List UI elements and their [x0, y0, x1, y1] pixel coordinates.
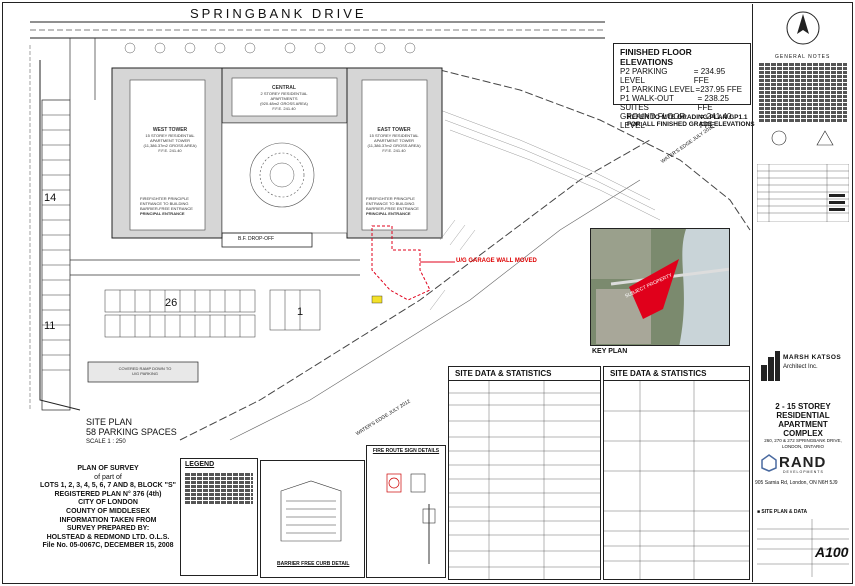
- project-title: 2 - 15 STOREY RESIDENTIAL APARTMENT COMP…: [764, 402, 842, 449]
- client-name: RAND: [779, 454, 827, 471]
- site-data-grid-2: [604, 381, 749, 579]
- property-line-north: [439, 69, 751, 231]
- curb-detail-drawing: [280, 480, 342, 542]
- east-tower-label: EAST TOWER 15 STOREY RESIDENTIAL APARTME…: [367, 127, 421, 154]
- west-entrance-label: FIREFIGHTER PRINCIPLE ENTRANCE TO BUILDI…: [140, 196, 193, 216]
- ramp-label: COVERED RAMP DOWN TO U/G PARKING: [118, 366, 172, 376]
- client-address: 905 Sarnia Rd, London, ON N6H 5J9: [755, 480, 838, 486]
- site-plan-title: SITE PLAN: [86, 417, 133, 427]
- east-entrance-label: FIREFIGHTER PRINCIPLE ENTRANCE TO BUILDI…: [366, 196, 419, 216]
- west-tower-label: WEST TOWER 15 STOREY RESIDENTIAL APARTME…: [143, 127, 197, 154]
- symbol-legend: [771, 130, 834, 146]
- architect-sub: Architect Inc.: [783, 364, 818, 370]
- legend-box: LEGEND: [180, 458, 258, 576]
- revisions-table: [757, 164, 849, 222]
- finished-floor-box: FINISHED FLOOR ELEVATIONS P2 PARKING LEV…: [613, 43, 751, 130]
- sheet-number: A100: [815, 544, 849, 560]
- fire-route-details: FIRE ROUTE SIGN DETAILS: [366, 445, 446, 578]
- sheet-info-grid: [757, 519, 849, 577]
- fire-route-title: FIRE ROUTE SIGN DETAILS: [372, 448, 440, 454]
- ffe-row: P1 PARKING LEVEL=237.95 FFE: [620, 85, 742, 94]
- finished-floor-title: FINISHED FLOOR ELEVATIONS: [620, 47, 692, 67]
- architect-logo-icon: [761, 351, 780, 381]
- key-plan-map: SUBJECT PROPERTY: [590, 228, 730, 346]
- general-notes-text: [759, 62, 847, 123]
- garage-wall-note: U/G GARAGE WALL MOVED: [456, 258, 537, 264]
- survey-info: PLAN OF SURVEY of part of LOTS 1, 2, 3, …: [40, 465, 176, 550]
- parking-count-west: 14: [44, 192, 57, 204]
- fire-route-sign-drawing: [386, 473, 436, 564]
- site-plan-title-block: SITE PLAN 58 PARKING SPACES SCALE 1 : 25…: [86, 417, 177, 447]
- drawing-title: ■ SITE PLAN & DATA: [757, 509, 808, 515]
- garage-wall-outline: [371, 225, 431, 301]
- waters-edge-line: [179, 139, 651, 441]
- covered-ramp: [87, 361, 199, 383]
- site-data-table-1: SITE DATA & STATISTICS: [448, 366, 601, 580]
- central-building-label: CENTRAL 2 STOREY RESIDENTIAL APARTMENTS …: [260, 85, 308, 112]
- dropoff-band: [221, 232, 313, 248]
- legend-title: LEGEND: [185, 461, 215, 468]
- key-plan-aerial: [591, 229, 729, 345]
- north-arrow-icon: [786, 11, 820, 45]
- parking-count-southwest: 11: [44, 320, 56, 332]
- courtyard: [221, 122, 348, 234]
- dropoff-label: B.F. DROP-OFF: [238, 236, 275, 242]
- key-plan-title: KEY PLAN: [592, 348, 628, 355]
- street-name: SPRINGBANK DRIVE: [190, 6, 367, 21]
- grading-note: REFER TO MTE GRADING PLAN GP1.1 FOR ALL …: [627, 114, 755, 128]
- site-data-title-1: SITE DATA & STATISTICS: [449, 367, 600, 381]
- parking-count-middle: 26: [165, 297, 178, 309]
- parking-count-east: 1: [297, 306, 304, 318]
- title-block: GENERAL NOTES MARSH KA: [752, 4, 852, 582]
- site-data-title-2: SITE DATA & STATISTICS: [604, 367, 749, 381]
- parking-spaces-label: 58 PARKING SPACES: [86, 427, 177, 437]
- site-data-grid-1: [449, 381, 600, 579]
- site-data-table-2: SITE DATA & STATISTICS: [603, 366, 750, 580]
- client-sub: DEVELOPMENTS: [783, 470, 824, 474]
- ffe-row: P1 WALK-OUT SUITES= 238.25 FFE: [620, 94, 729, 112]
- rand-logo-icon: [761, 454, 777, 472]
- general-notes-title: GENERAL NOTES: [775, 54, 831, 60]
- scale-label: SCALE 1 : 250: [86, 439, 126, 445]
- architect-name: MARSH KATSOS: [783, 354, 842, 361]
- barrier-curb-title: BARRIER FREE CURB DETAIL: [277, 561, 350, 567]
- ffe-row: GROUND FLOOR LEVEL= 241.40 FFE: [620, 112, 732, 130]
- ffe-row: P2 PARKING LEVEL= 234.95 FFE: [620, 67, 726, 85]
- barrier-curb-detail: BARRIER FREE CURB DETAIL: [260, 460, 365, 578]
